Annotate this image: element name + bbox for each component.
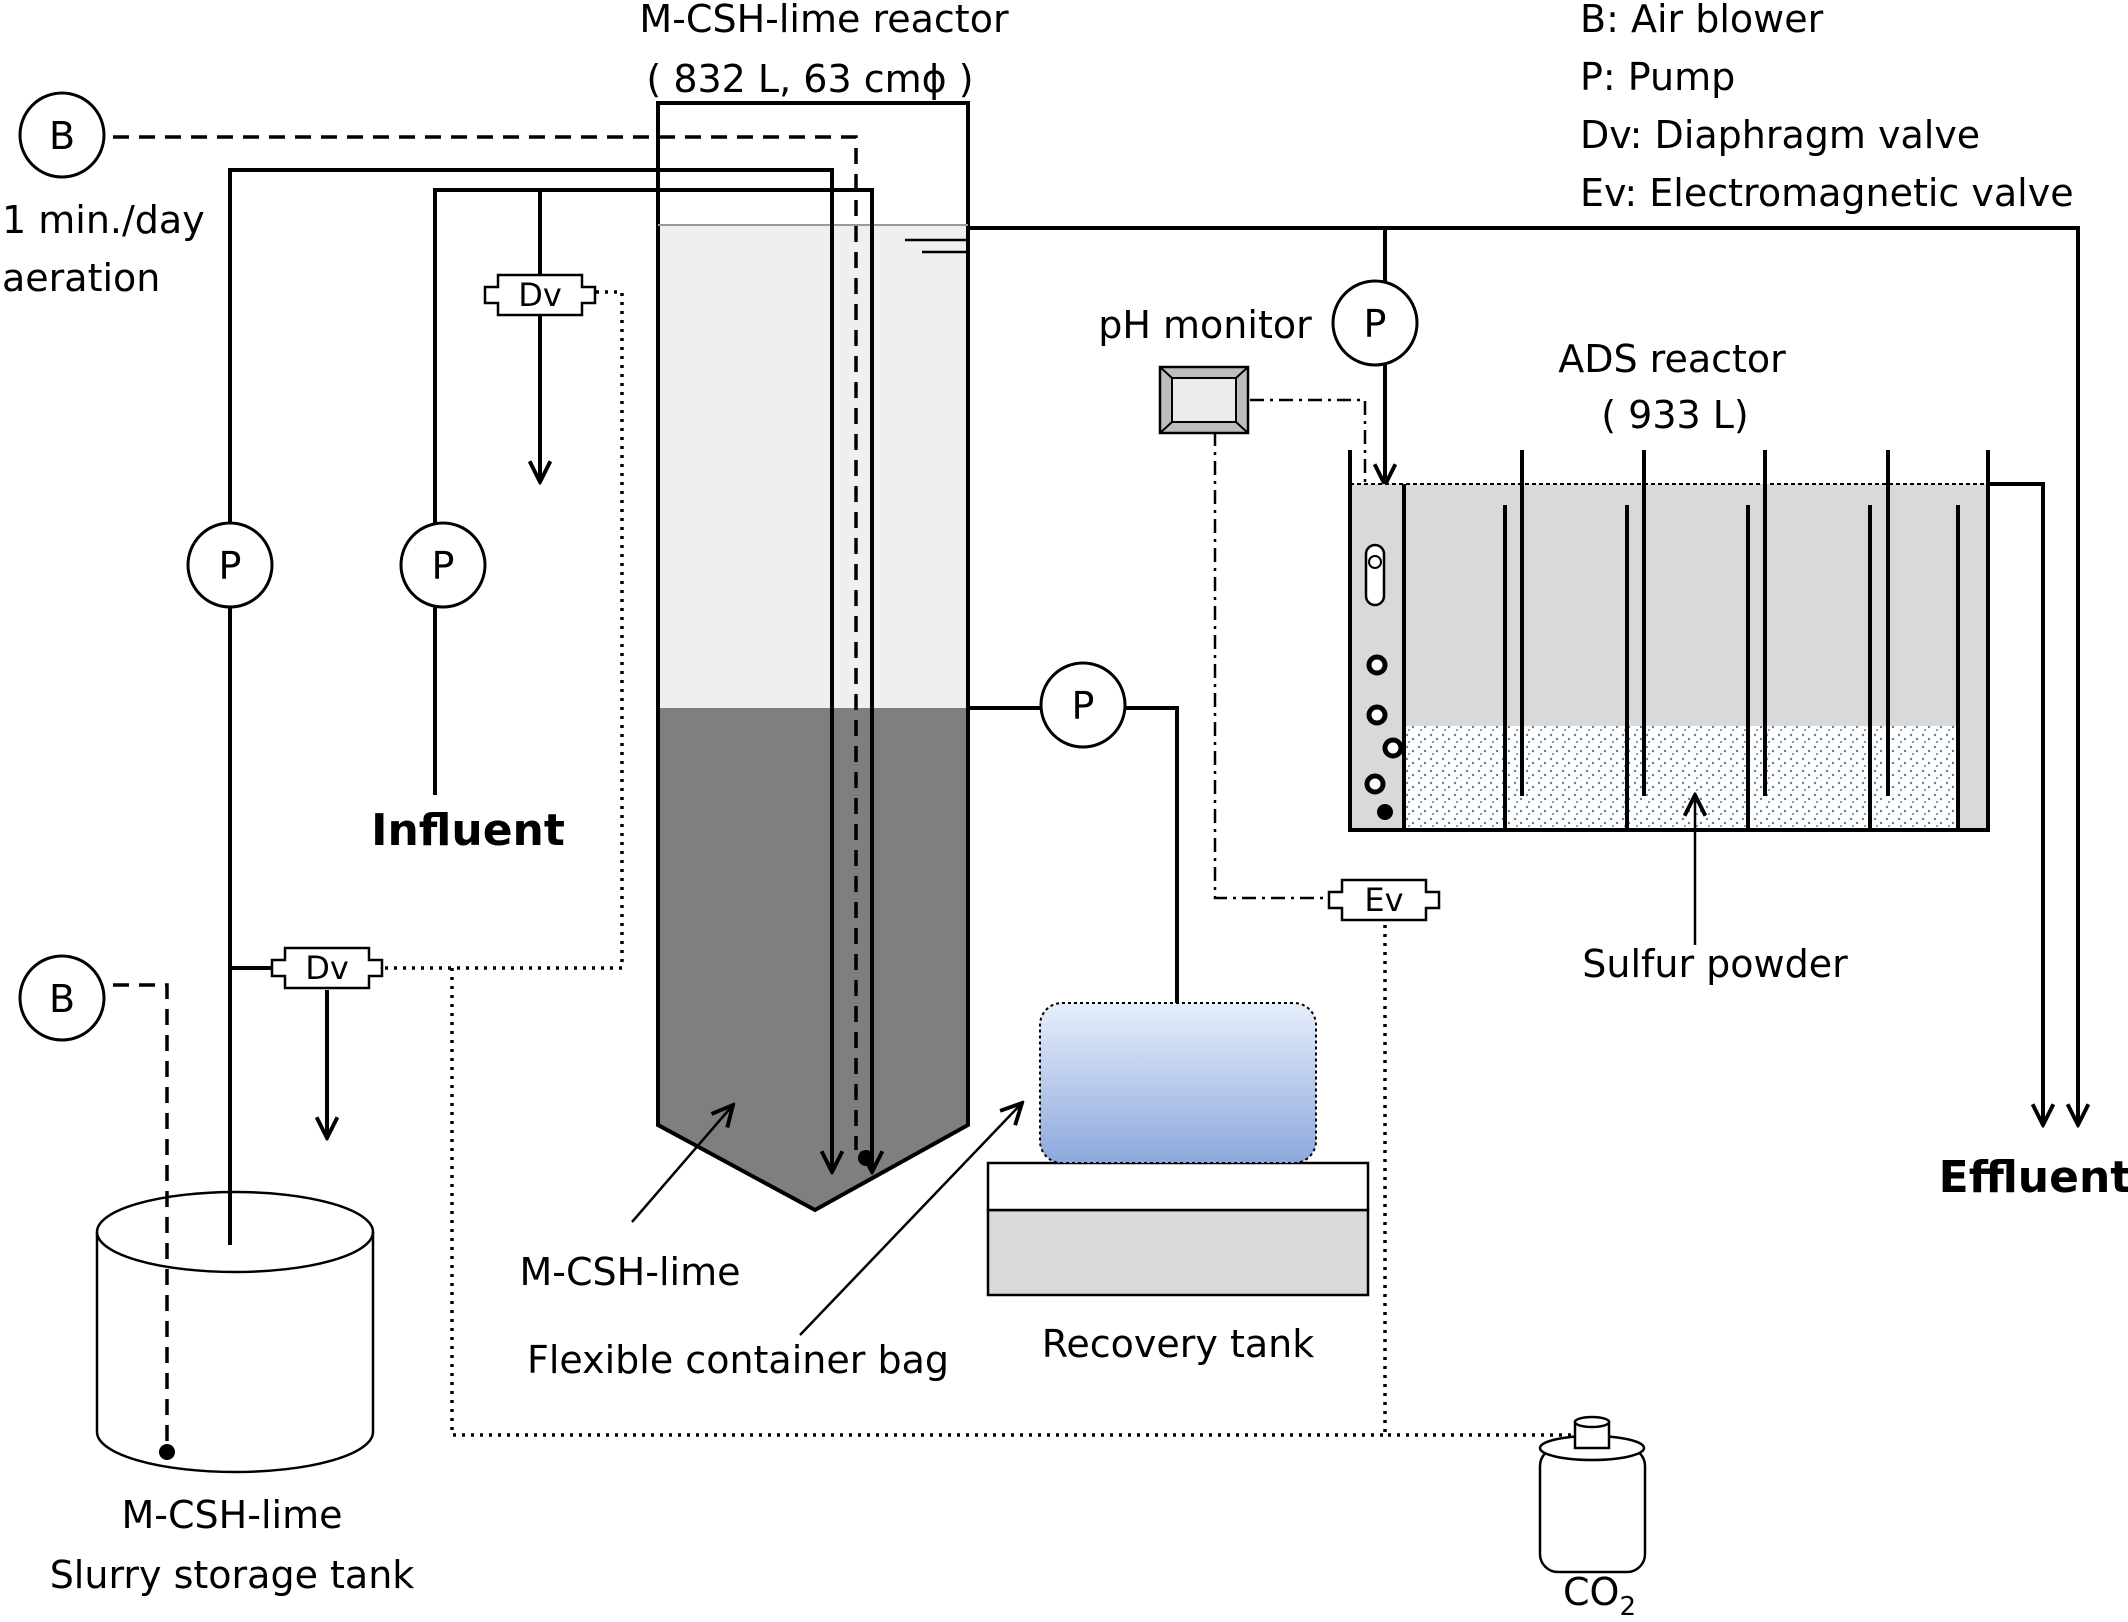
electromagnetic-valve-co2: Ev	[1327, 878, 1441, 922]
dv-influent-label: Dv	[518, 276, 562, 314]
pump-influent: P	[399, 521, 487, 609]
dv-slurry-label: Dv	[305, 949, 349, 987]
slurry-feed-line	[228, 168, 832, 1245]
legend-blower: B: Air blower	[1580, 0, 1824, 41]
reactor-title: M-CSH-lime reactor	[639, 0, 1009, 41]
mcsh-lime-label: M-CSH-lime	[520, 1250, 741, 1294]
pump-slurry: P	[186, 521, 274, 609]
blower-aeration: B	[18, 91, 106, 179]
pump-ads-feed: P	[1331, 279, 1419, 367]
reactor-lime-sludge	[658, 708, 968, 1210]
ads-baffles	[1503, 450, 1960, 830]
ph-monitor-device	[1158, 365, 1250, 435]
co2-cylinder	[1538, 1415, 1647, 1574]
reactor-vessel-outline	[656, 101, 970, 1213]
ph-monitor-label: pH monitor	[1098, 303, 1312, 347]
recovery-tank	[986, 1161, 1370, 1297]
diaphragm-valve-influent: Dv	[483, 273, 597, 317]
ads-spec: ( 933 L)	[1601, 393, 1749, 437]
storage-label-2: Slurry storage tank	[50, 1553, 415, 1597]
blower-storage: B	[18, 954, 106, 1042]
aeration-text-1: 1 min./day	[2, 198, 205, 242]
legend-electromagnetic-valve: Ev: Electromagnetic valve	[1580, 171, 2074, 215]
legend-pump: P: Pump	[1580, 55, 1735, 99]
influent-label: Influent	[371, 805, 565, 856]
aeration-air-line	[113, 135, 874, 1166]
mcsh-lime-reactor	[656, 101, 970, 1213]
co2-bubbles	[1364, 654, 1404, 820]
blower-aeration-label: B	[49, 114, 75, 158]
ads-reactor	[1348, 450, 1990, 945]
pointer-bag	[799, 1103, 1022, 1336]
storage-aeration-line	[113, 983, 175, 1460]
pointer-mcsh-lime	[631, 1105, 733, 1223]
slurry-drain-branch	[230, 966, 327, 1138]
pump-ads-feed-label: P	[1364, 302, 1387, 346]
sulfur-powder-bed	[1404, 726, 1956, 830]
pump-recovery: P	[1039, 661, 1127, 749]
ads-title: ADS reactor	[1558, 337, 1786, 381]
co2-label: CO2	[1563, 1570, 1636, 1617]
pump-slurry-label: P	[219, 544, 242, 588]
legend-diaphragm-valve: Dv: Diaphragm valve	[1580, 113, 1980, 157]
influent-line	[433, 188, 872, 1172]
ev-label: Ev	[1364, 881, 1403, 919]
pump-influent-label: P	[432, 544, 455, 588]
reactor-supernatant	[658, 225, 968, 708]
ph-probe	[1364, 543, 1386, 607]
bag-label: Flexible container bag	[527, 1338, 949, 1382]
recovery-tank-label: Recovery tank	[1042, 1322, 1315, 1366]
flexible-container-bag	[1039, 1002, 1317, 1164]
diaphragm-valve-slurry: Dv	[270, 946, 384, 990]
control-signal-lines	[385, 290, 1580, 1437]
aeration-text-2: aeration	[2, 256, 160, 300]
reactor-spec: ( 832 L, 63 cmϕ )	[646, 57, 973, 101]
effluent-label: Effluent	[1939, 1152, 2128, 1203]
storage-label-1: M-CSH-lime	[122, 1493, 343, 1537]
recovery-line	[968, 706, 1177, 1088]
pump-recovery-label: P	[1072, 684, 1095, 728]
blower-storage-label: B	[49, 977, 75, 1021]
sulfur-powder-label: Sulfur powder	[1582, 942, 1848, 986]
slurry-storage-tank	[95, 1190, 375, 1474]
